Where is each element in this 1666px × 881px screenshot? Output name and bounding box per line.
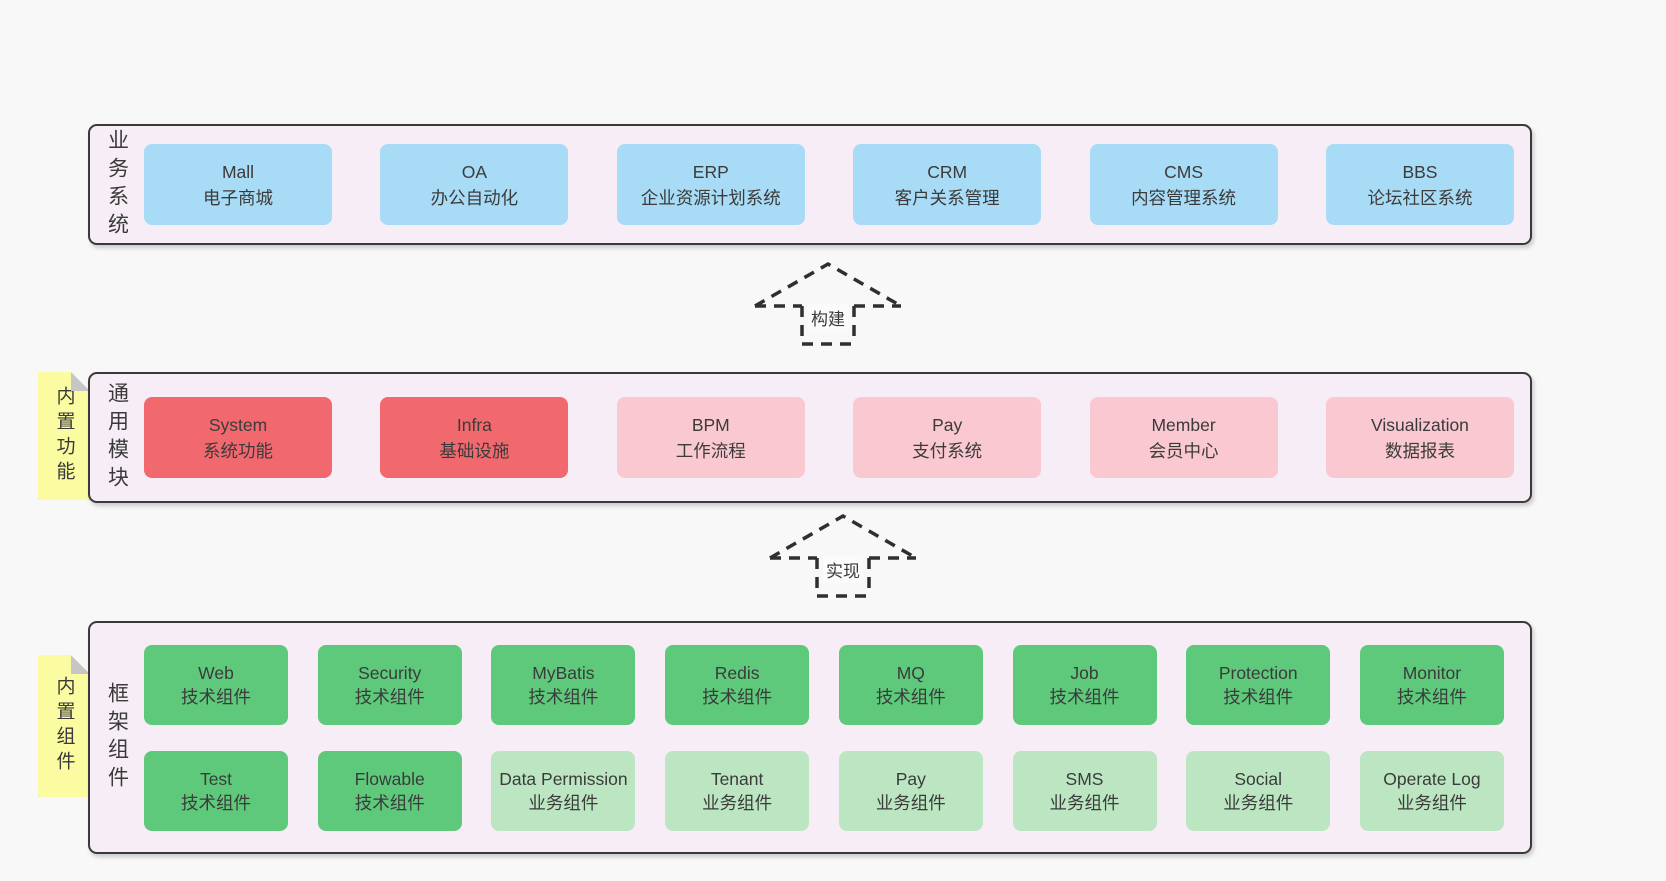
box-cms: CMS 内容管理系统	[1089, 144, 1278, 225]
layer-framework-label: 框架组件	[105, 681, 129, 794]
box-infra: Infra 基础设施	[380, 397, 569, 478]
layer-business-systems: 业务系统 Mall 电子商城 OA 办公自动化 ERP 企业资源计划系统 CRM…	[88, 124, 1532, 245]
box-operate-log: Operate Log 业务组件	[1359, 750, 1504, 831]
arrow-up-icon	[769, 513, 917, 598]
box-protection: Protection 技术组件	[1186, 644, 1331, 725]
box-redis: Redis 技术组件	[665, 644, 810, 725]
framework-row-2: Test 技术组件 Flowable 技术组件 Data Permission …	[144, 750, 1530, 831]
sticky-tag-built-in-components: 内置组件	[38, 655, 90, 797]
arrow-build: 构建	[753, 260, 903, 346]
box-data-permission: Data Permission 业务组件	[491, 750, 636, 831]
box-bbs: BBS 论坛社区系统	[1325, 144, 1514, 225]
framework-rows: Web 技术组件 Security 技术组件 MyBatis 技术组件 Redi…	[144, 623, 1530, 852]
box-test: Test 技术组件	[144, 750, 288, 831]
box-tenant: Tenant 业务组件	[665, 750, 810, 831]
module-boxes: System 系统功能 Infra 基础设施 BPM 工作流程 Pay 支付系统…	[144, 374, 1530, 501]
sticky-tag-built-in-features: 内置功能	[38, 372, 90, 500]
box-flowable: Flowable 技术组件	[317, 750, 462, 831]
box-web: Web 技术组件	[144, 644, 288, 725]
layer-framework-components: 框架组件 Web 技术组件 Security 技术组件 MyBatis 技术组件…	[88, 621, 1532, 854]
box-security: Security 技术组件	[317, 644, 462, 725]
framework-row-1: Web 技术组件 Security 技术组件 MyBatis 技术组件 Redi…	[144, 644, 1530, 725]
box-sms: SMS 业务组件	[1012, 750, 1157, 831]
box-system: System 系统功能	[144, 397, 332, 478]
box-pay-component: Pay 业务组件	[838, 750, 983, 831]
box-erp: ERP 企业资源计划系统	[616, 144, 805, 225]
box-visualization: Visualization 数据报表	[1325, 397, 1514, 478]
layer-common-modules: 通用模块 System 系统功能 Infra 基础设施 BPM 工作流程 Pay…	[88, 372, 1532, 503]
box-job: Job 技术组件	[1012, 644, 1157, 725]
box-oa: OA 办公自动化	[380, 144, 569, 225]
box-social: Social 业务组件	[1186, 750, 1331, 831]
arrow-up-icon	[754, 261, 902, 346]
business-boxes: Mall 电子商城 OA 办公自动化 ERP 企业资源计划系统 CRM 客户关系…	[144, 126, 1530, 243]
box-pay-module: Pay 支付系统	[853, 397, 1042, 478]
layer-modules-label: 通用模块	[105, 381, 129, 494]
box-mall: Mall 电子商城	[144, 144, 332, 225]
box-mybatis: MyBatis 技术组件	[491, 644, 636, 725]
box-bpm: BPM 工作流程	[616, 397, 805, 478]
box-mq: MQ 技术组件	[838, 644, 983, 725]
arrow-build-label: 构建	[808, 304, 848, 331]
arrow-implement-label: 实现	[823, 556, 863, 583]
arrow-implement: 实现	[768, 512, 918, 598]
box-monitor: Monitor 技术组件	[1359, 644, 1504, 725]
box-crm: CRM 客户关系管理	[853, 144, 1042, 225]
layer-business-label: 业务系统	[105, 128, 129, 241]
box-member: Member 会员中心	[1089, 397, 1278, 478]
